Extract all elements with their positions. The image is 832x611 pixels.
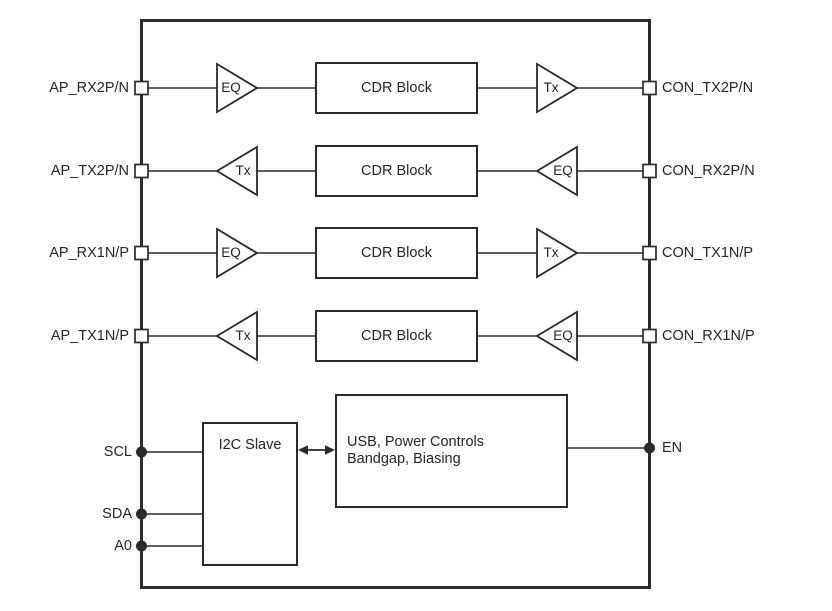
amp-label-row4-tx: Tx <box>235 328 251 343</box>
pin-con-tx1-square <box>642 245 657 261</box>
row3-eq-amp-triangle <box>216 227 259 279</box>
pin-label-ap-tx2: AP_TX2P/N <box>50 163 129 179</box>
cdr-block-row2: CDR Block <box>315 145 478 197</box>
pin-label-con-rx1: CON_RX1N/P <box>662 328 755 344</box>
row4-tx-amp-triangle <box>215 310 258 362</box>
row1-tx-amp-triangle <box>536 62 579 114</box>
pin-label-con-tx1: CON_TX1N/P <box>662 245 754 261</box>
chip-boundary <box>140 19 651 589</box>
row4-eq-amp-triangle <box>535 310 578 362</box>
cdr-block-row3: CDR Block <box>315 227 478 279</box>
pin-a0-dot <box>136 540 147 552</box>
cdr-block-row3-label: CDR Block <box>361 245 432 261</box>
amp-label-row2-eq: EQ <box>553 163 573 178</box>
pin-ap-tx2-square <box>134 163 149 179</box>
cdr-block-row1: CDR Block <box>315 62 478 114</box>
row3-tx-amp-triangle <box>536 227 579 279</box>
pin-label-ap-tx1: AP_TX1N/P <box>50 328 129 344</box>
cdr-block-row2-label: CDR Block <box>361 163 432 179</box>
pin-label-ap-rx2: AP_RX2P/N <box>49 80 129 96</box>
cdr-block-row1-label: CDR Block <box>361 80 432 96</box>
i2c-power-arrowhead-right <box>325 445 335 455</box>
power-block-line2: Bandgap, Biasing <box>347 451 461 467</box>
i2c-slave-block: I2C Slave <box>202 422 298 566</box>
pin-sda-dot <box>136 508 147 520</box>
row1-eq-amp-triangle <box>216 62 259 114</box>
pin-label-con-tx2: CON_TX2P/N <box>662 80 754 96</box>
row2-eq-amp-triangle <box>535 145 578 197</box>
pin-en-dot <box>644 442 655 454</box>
usb-power-control-block: USB, Power Controls Bandgap, Biasing <box>335 394 568 508</box>
cdr-block-row4: CDR Block <box>315 310 478 362</box>
pin-label-ap-rx1: AP_RX1N/P <box>49 245 129 261</box>
pin-label-con-rx2: CON_RX2P/N <box>662 163 755 179</box>
pin-label-en: EN <box>662 440 683 456</box>
amp-label-row2-tx: Tx <box>235 163 251 178</box>
pin-scl-dot <box>136 446 147 458</box>
amp-label-row3-tx: Tx <box>543 245 559 260</box>
pin-con-rx2-square <box>642 163 657 179</box>
cdr-block-row4-label: CDR Block <box>361 328 432 344</box>
i2c-slave-label: I2C Slave <box>218 437 282 453</box>
pin-label-a0: A0 <box>114 538 132 554</box>
pin-ap-rx2-square <box>134 80 149 96</box>
pin-ap-tx1-square <box>134 328 149 344</box>
pin-label-scl: SCL <box>103 444 132 460</box>
power-block-line1: USB, Power Controls <box>347 433 484 450</box>
pin-con-tx2-square <box>642 80 657 96</box>
pin-ap-rx1-square <box>134 245 149 261</box>
amp-label-row4-eq: EQ <box>553 328 573 343</box>
i2c-power-arrowhead-left <box>298 445 308 455</box>
amp-label-row3-eq: EQ <box>221 245 241 260</box>
row2-tx-amp-triangle <box>215 145 258 197</box>
pin-con-rx1-square <box>642 328 657 344</box>
pin-label-sda: SDA <box>102 506 132 522</box>
amp-label-row1-tx: Tx <box>543 80 559 95</box>
amp-label-row1-eq: EQ <box>221 80 241 95</box>
